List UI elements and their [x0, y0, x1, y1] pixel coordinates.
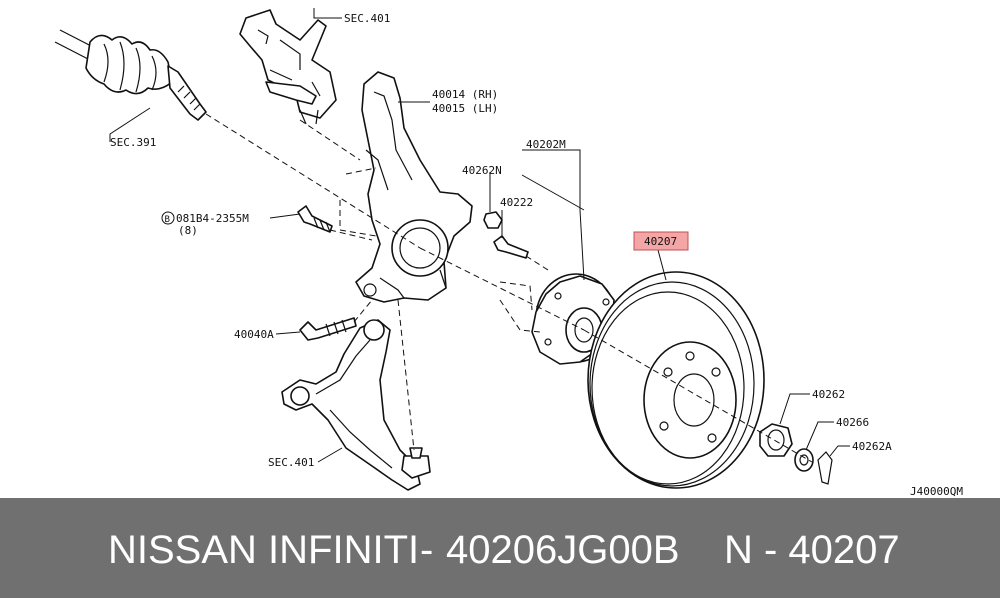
bolt-code-circle	[161, 211, 175, 225]
assembly-guide-lines	[205, 113, 813, 463]
drive-shaft	[54, 29, 207, 121]
reference-number: N - 40207	[724, 528, 900, 572]
cotter-pin-40262a	[817, 451, 833, 485]
leader-lines	[109, 8, 850, 463]
brand-name: NISSAN INFINITI	[108, 528, 420, 572]
bolt-code-letter: B	[165, 215, 170, 225]
label-bolt-code: 081B4-2355M	[176, 212, 249, 225]
label-knuckle-rh: 40014 (RH)	[432, 88, 498, 101]
label-washer-40266: 40266	[836, 416, 869, 429]
strut-assembly	[239, 9, 337, 125]
label-bolt-40040a: 40040A	[234, 328, 274, 341]
part-caption-bar: NISSAN INFINITI - 40206JG00B N - 40207	[0, 498, 1000, 598]
brake-rotor	[587, 271, 765, 489]
bolt-40040a	[299, 317, 357, 341]
label-hub-assy: 40202M	[526, 138, 566, 151]
label-cotter-40262a: 40262A	[852, 440, 892, 453]
washer-40266	[794, 448, 814, 472]
hub-nut-40262	[759, 423, 793, 457]
hub-bolt-40222	[493, 235, 529, 259]
drawing-code: J40000QM	[910, 485, 963, 498]
label-knuckle-lh: 40015 (LH)	[432, 102, 498, 115]
exploded-parts-diagram: SEC.401 40014 (RH) 40015 (LH) SEC.391 40…	[54, 8, 963, 498]
part-number: 40206JG00B	[446, 528, 680, 572]
label-nut-40262: 40262	[812, 388, 845, 401]
label-sec401-bottom: SEC.401	[268, 456, 314, 469]
label-stud-40222: 40222	[500, 196, 533, 209]
caption-separator: -	[420, 528, 434, 572]
label-sec401-top: SEC.401	[344, 12, 390, 25]
knuckle-bolt-081b4	[297, 205, 333, 233]
lower-control-arm	[281, 319, 431, 491]
nut-40262n	[483, 211, 503, 229]
label-rotor-40207: 40207	[644, 235, 677, 248]
label-bolt-qty: (8)	[178, 224, 198, 237]
label-nut-40262n: 40262N	[462, 164, 502, 177]
label-sec391: SEC.391	[110, 136, 156, 149]
rotor-label-highlight	[633, 231, 689, 251]
